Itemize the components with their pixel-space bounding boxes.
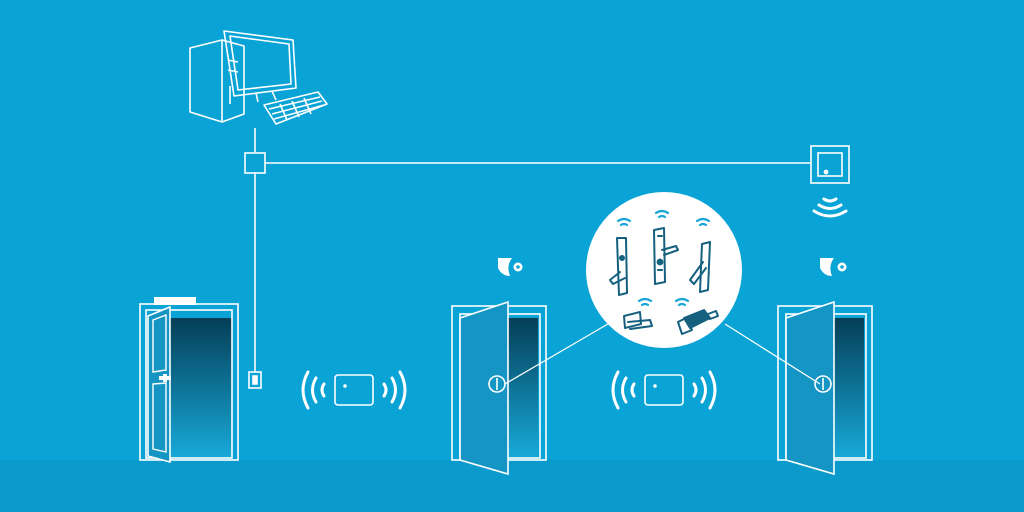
desktop-computer-icon: [189, 30, 328, 125]
wireless-waves-icon: [301, 370, 407, 410]
wireless-waves-icon: [611, 370, 717, 410]
rfid-card-icon: [644, 374, 684, 406]
rfid-card-icon: [334, 374, 374, 406]
wall-reader-icon: [810, 145, 850, 184]
network-cables: [254, 128, 811, 372]
mortise-lock-icon: [653, 227, 679, 285]
update-device-icon: [820, 258, 847, 276]
door-opening: [508, 318, 538, 458]
floor: [0, 460, 1024, 512]
door-automatic: [139, 297, 239, 464]
door-electronic-lock-right: [777, 258, 873, 476]
door-opening: [834, 318, 864, 458]
network-junction: [244, 152, 266, 174]
narrow-lock-icon: [689, 241, 711, 293]
reader-radio-waves-icon: [812, 197, 848, 218]
cabinet-lock-icon: [623, 311, 653, 330]
wireless-waves-icon: [616, 209, 711, 307]
hardware-connector-lines: [504, 320, 821, 385]
door-leaf-open: [459, 300, 509, 476]
door-opening: [170, 318, 232, 458]
door-leaf-open: [785, 300, 835, 476]
update-device-icon: [498, 258, 523, 276]
rfid-card-right: [611, 370, 717, 410]
wall-switch-icon: [248, 371, 262, 389]
door-electronic-lock-middle: [451, 258, 547, 476]
door-operator: [154, 297, 196, 305]
lock-hardware-circle: [586, 192, 742, 348]
door-handle-icon: [814, 375, 832, 393]
cylinder-lock-icon: [677, 309, 719, 335]
rfid-card-left: [301, 370, 407, 410]
lever-handle-icon: [609, 237, 628, 296]
